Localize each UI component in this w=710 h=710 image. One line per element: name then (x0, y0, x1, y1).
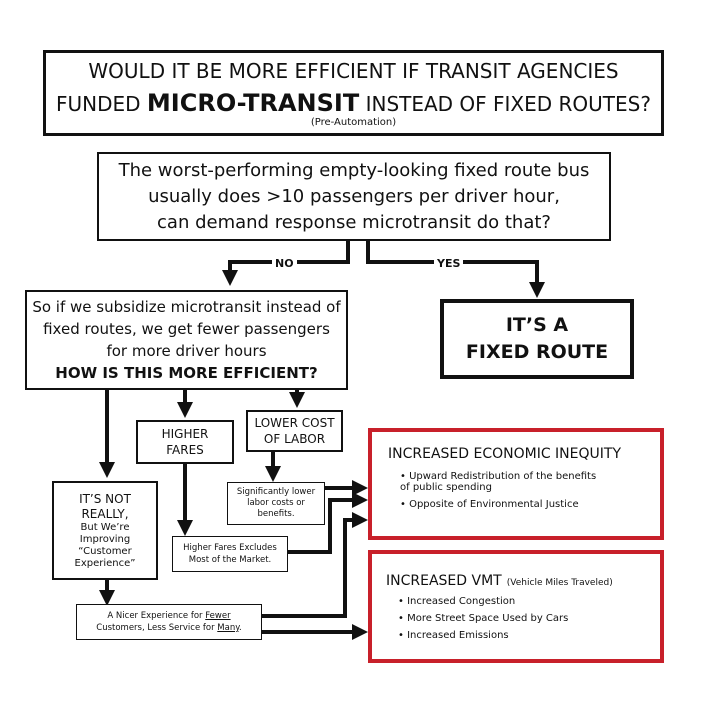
nicer-line: A Nicer Experience for Fewer (107, 611, 231, 621)
title-sub: (Pre-Automation) (310, 116, 397, 128)
higher-fares-box: HIGHER FARES (136, 420, 234, 464)
question-line: usually does >10 passengers per driver h… (148, 185, 560, 207)
subsidize-question: HOW IS THIS MORE EFFICIENT? (55, 364, 318, 382)
arrow-nicer-inequity (262, 512, 368, 618)
not-really-line: Experience” (74, 557, 136, 569)
inequity-item: Opposite of Environmental Justice (400, 499, 600, 510)
yes-label: YES (434, 257, 464, 270)
question-box: The worst-performing empty-looking fixed… (97, 152, 611, 241)
subsidize-box: So if we subsidize microtransit instead … (25, 290, 348, 390)
not-really-box: IT’S NOT REALLY, But We’re Improving “Cu… (52, 481, 158, 580)
lower-cost-line: OF LABOR (263, 432, 326, 446)
title-box: WOULD IT BE MORE EFFICIENT IF TRANSIT AG… (43, 50, 664, 136)
excludes-box: Higher Fares Excludes Most of the Market… (172, 536, 288, 572)
arrow-fares-inequity (288, 492, 368, 554)
subsidize-line: fixed routes, we get fewer passengers (43, 320, 330, 338)
title-line2: FUNDED MICRO-TRANSIT INSTEAD OF FIXED RO… (56, 88, 651, 117)
vmt-item: Increased Emissions (398, 630, 568, 641)
lower-cost-box: LOWER COST OF LABOR (246, 410, 343, 452)
vmt-item: More Street Space Used by Cars (398, 613, 568, 624)
lower-cost-line: LOWER COST (254, 416, 335, 430)
not-really-line: IT’S NOT (79, 491, 131, 506)
inequity-box: INCREASED ECONOMIC INEQUITY Upward Redis… (368, 428, 664, 540)
fixed-route-box: IT’S A FIXED ROUTE (440, 299, 634, 379)
excludes-line: Most of the Market. (188, 555, 272, 565)
not-really-line: REALLY, (81, 506, 129, 521)
inequity-title: INCREASED ECONOMIC INEQUITY (388, 446, 622, 462)
inequity-item: Upward Redistribution of the benefits of… (400, 471, 600, 493)
nicer-box: A Nicer Experience for Fewer Customers, … (76, 604, 262, 640)
vmt-title: INCREASED VMT (Vehicle Miles Traveled) (386, 573, 613, 589)
subsidize-line: for more driver hours (106, 342, 267, 360)
subsidize-line: So if we subsidize microtransit instead … (32, 298, 341, 316)
vmt-box: INCREASED VMT (Vehicle Miles Traveled) I… (368, 550, 664, 663)
title-line1: WOULD IT BE MORE EFFICIENT IF TRANSIT AG… (88, 58, 619, 83)
fixed-route-line: FIXED ROUTE (465, 341, 609, 363)
higher-fares-line: HIGHER (161, 427, 209, 441)
vmt-item: Increased Congestion (398, 596, 568, 607)
higher-fares-line: FARES (166, 443, 204, 457)
nicer-line: Customers, Less Service for Many. (96, 623, 242, 633)
lower-labor-text: Significantly lower labor costs or benef… (236, 487, 316, 519)
not-really-line: “Customer (78, 545, 132, 557)
question-line: The worst-performing empty-looking fixed… (118, 159, 590, 181)
not-really-line: Improving (79, 533, 131, 545)
no-label: NO (272, 257, 297, 270)
lower-labor-box: Significantly lower labor costs or benef… (227, 482, 325, 525)
fixed-route-line: IT’S A (505, 314, 569, 336)
not-really-line: But We’re (80, 521, 130, 533)
excludes-line: Higher Fares Excludes (183, 543, 277, 553)
question-line: can demand response microtransit do that… (157, 211, 551, 233)
